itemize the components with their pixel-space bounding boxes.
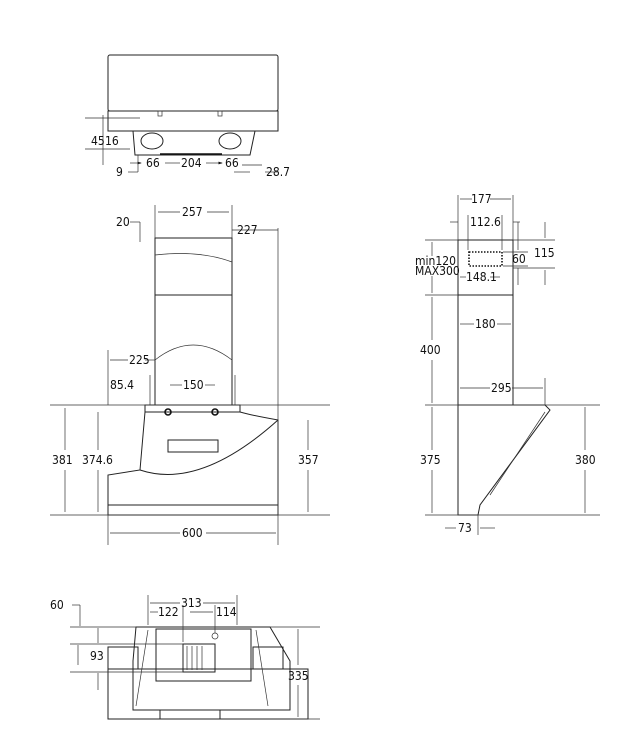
dim-label: 150: [183, 378, 204, 392]
dim-label: 381: [52, 453, 73, 467]
dim-label: 60: [512, 252, 526, 266]
dim-label: 600: [182, 526, 203, 540]
dim-label: 374.6: [82, 453, 113, 467]
dim-label: 400: [420, 343, 441, 357]
dim-label: 313: [181, 596, 202, 610]
dim-label: 115: [534, 246, 555, 260]
front-view: 20 257 227 225 85.4 150 381 374.6 357 60…: [50, 205, 330, 545]
dim-label: 257: [182, 205, 203, 219]
dim-label: 73: [458, 521, 472, 535]
dim-label: MAX300: [415, 264, 460, 278]
dim-label: 45: [91, 134, 105, 148]
dim-label: 225: [129, 353, 150, 367]
side-view: 177 112.6 min120 MAX300 148.1 60 115 180…: [415, 192, 600, 535]
dim-label: 180: [475, 317, 496, 331]
bottom-view: 60 313 122 114 93 335: [50, 595, 320, 720]
dim-label: 295: [491, 381, 512, 395]
dim-label: 148.1: [466, 270, 497, 284]
dim-label: 28.7: [266, 165, 290, 179]
dim-label: 357: [298, 453, 319, 467]
dim-label: 60: [50, 598, 64, 612]
top-view: 45 16 66 204 66 9 28.7: [85, 54, 290, 179]
dim-label: 114: [216, 605, 237, 619]
dim-label: 177: [471, 192, 492, 206]
dim-label: 93: [90, 649, 104, 663]
dim-label: 227: [237, 223, 258, 237]
dim-label: 66: [225, 156, 239, 170]
dim-label: 85.4: [110, 378, 134, 392]
dim-label: 66: [146, 156, 160, 170]
dim-label: 112.6: [470, 215, 501, 229]
dim-label: 375: [420, 453, 441, 467]
dim-label: 204: [181, 156, 202, 170]
dim-label: 122: [158, 605, 179, 619]
dim-label: 9: [116, 165, 123, 179]
dim-label: 380: [575, 453, 596, 467]
dim-label: 16: [105, 134, 119, 148]
dim-label: min120: [415, 254, 456, 268]
dim-label: 335: [288, 669, 309, 683]
dim-label: 20: [116, 215, 130, 229]
